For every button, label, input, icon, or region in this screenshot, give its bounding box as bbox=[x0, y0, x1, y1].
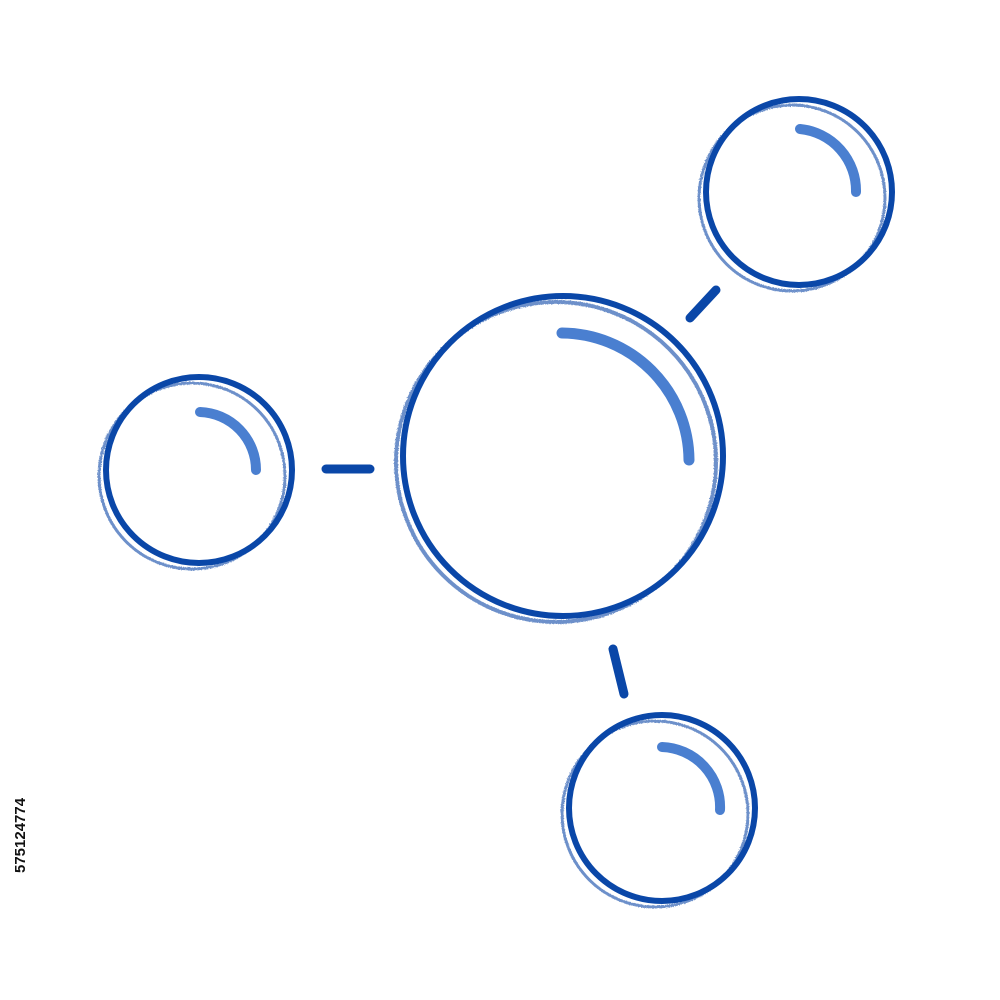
bond-bottom bbox=[608, 644, 629, 699]
bottom-atom bbox=[560, 712, 758, 909]
bonds bbox=[321, 285, 721, 699]
stock-id-watermark: 575124774 bbox=[12, 797, 29, 873]
center-atom bbox=[394, 293, 726, 624]
bottom-atom-highlight bbox=[657, 742, 726, 815]
top-right-atom-highlight bbox=[795, 124, 862, 197]
top-right-atom bbox=[697, 96, 895, 293]
bond-top-right bbox=[685, 285, 721, 323]
left-atom bbox=[97, 374, 295, 571]
left-atom-highlight bbox=[195, 407, 261, 475]
center-atom-highlight bbox=[556, 327, 695, 466]
